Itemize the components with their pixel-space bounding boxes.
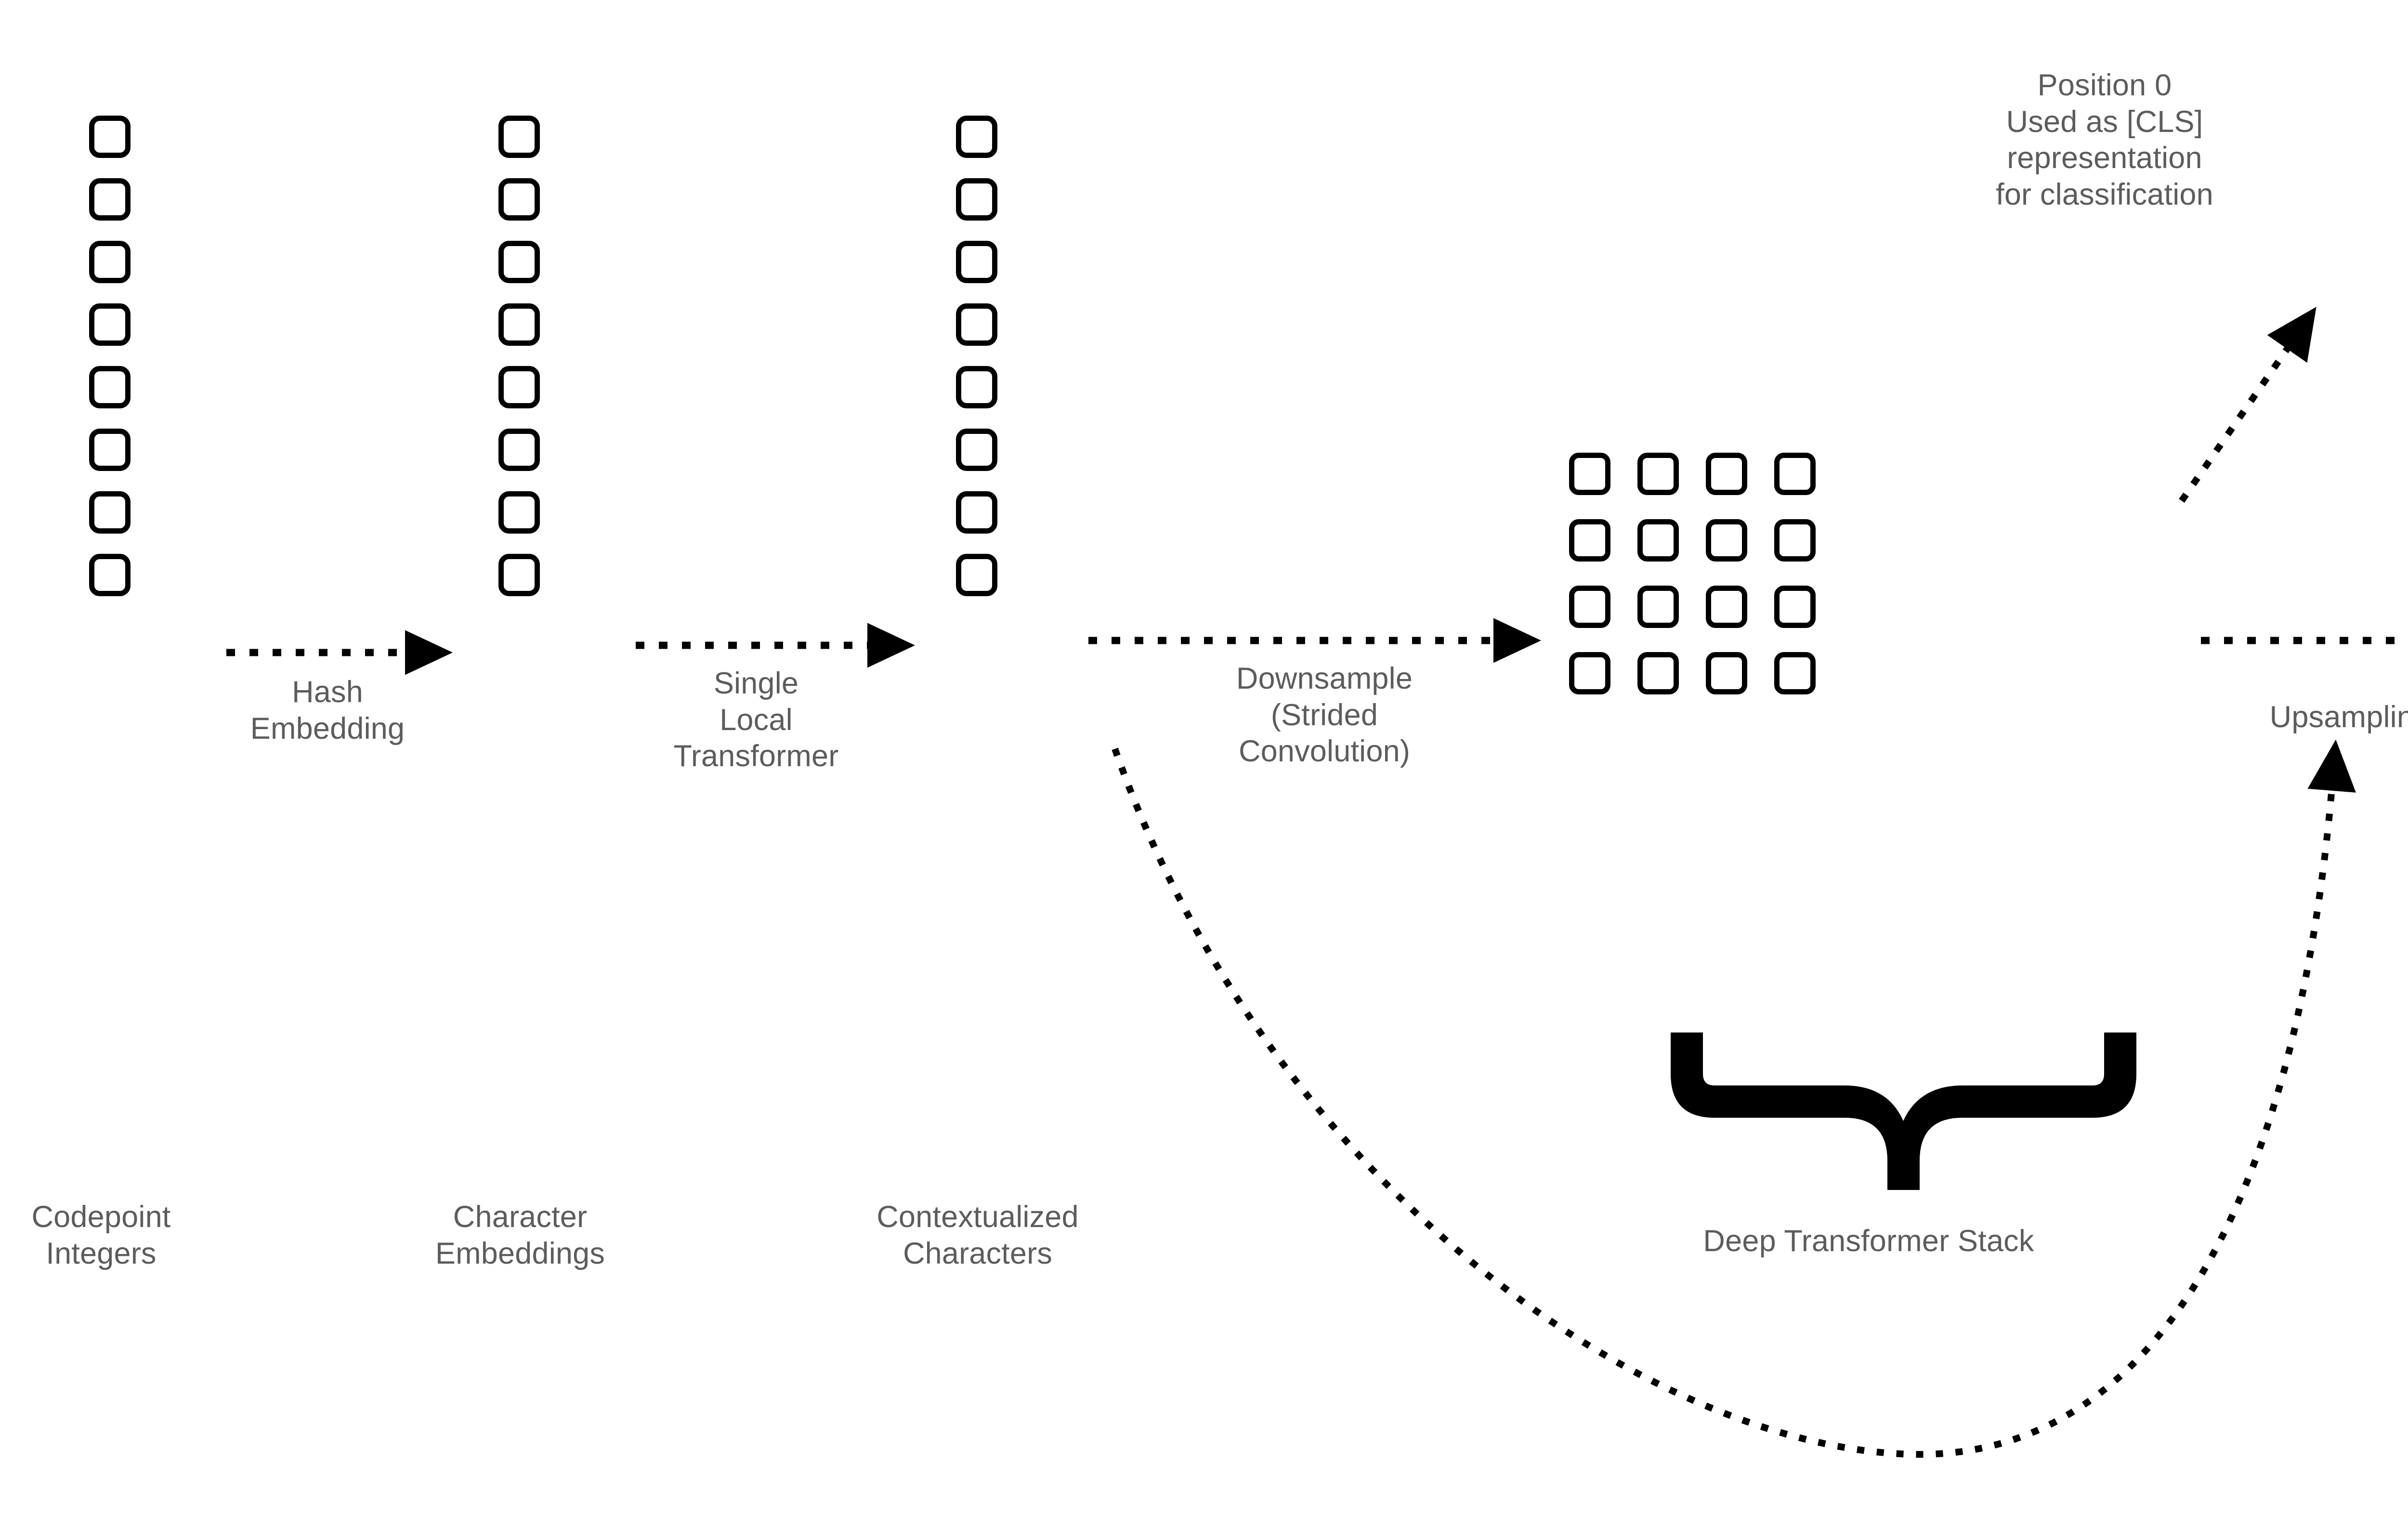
label-character-embeddings: Character Embeddings: [435, 1200, 605, 1270]
transformer-cell: [1637, 519, 1679, 562]
token-box: [956, 491, 997, 534]
token-box: [89, 303, 131, 346]
token-box: [89, 491, 131, 534]
token-box: [89, 554, 131, 596]
token-box: [956, 303, 997, 346]
downward-curly-brace: [1671, 1032, 2136, 1190]
arrow-label-hash-embedding: Hash Embedding: [250, 675, 405, 745]
transformer-cell: [1706, 453, 1747, 495]
callout-cls-position-note: Position 0 Used as [CLS] representation …: [1996, 68, 2213, 211]
token-box: [498, 116, 540, 158]
transformer-cell: [1706, 586, 1747, 628]
arrow-label-single-local-transformer: Single Local Transformer: [673, 666, 839, 773]
arrow-label-upsampling: Upsampling: [2269, 700, 2408, 734]
token-box: [498, 241, 540, 283]
token-box: [956, 116, 997, 158]
token-box: [89, 429, 131, 471]
transformer-cell: [1774, 519, 1816, 562]
token-box: [498, 303, 540, 346]
token-box: [956, 241, 997, 283]
transformer-cell: [1637, 453, 1679, 495]
token-box: [89, 178, 131, 221]
transformer-cell: [1706, 652, 1747, 694]
transformer-cell: [1569, 586, 1610, 628]
label-deep-transformer-stack: Deep Transformer Stack: [1703, 1224, 2034, 1258]
token-box: [956, 429, 997, 471]
transformer-cell: [1637, 586, 1679, 628]
deep-transformer-stack-grid: [1569, 453, 1816, 694]
token-box: [498, 366, 540, 408]
token-box: [498, 429, 540, 471]
column-codepoint-integers: [89, 116, 131, 616]
transformer-cell: [1774, 652, 1816, 694]
arrow-cls-callout: [2179, 307, 2316, 503]
transformer-cell: [1774, 453, 1816, 495]
token-box: [956, 178, 997, 221]
arrow-residual-skip-connection: [1112, 739, 2356, 1458]
token-box: [956, 554, 997, 596]
transformer-cell: [1706, 519, 1747, 562]
arrow-label-downsample: Downsample (Strided Convolution): [1236, 662, 1413, 769]
token-box: [89, 116, 131, 158]
transformer-cell: [1569, 519, 1610, 562]
token-box: [89, 241, 131, 283]
token-box: [498, 491, 540, 534]
column-contextualized-characters: [956, 116, 997, 616]
transformer-cell: [1637, 652, 1679, 694]
column-character-embeddings: [498, 116, 540, 616]
token-box: [498, 554, 540, 596]
token-box: [498, 178, 540, 221]
transformer-cell: [1774, 586, 1816, 628]
label-codepoint-integers: Codepoint Integers: [31, 1200, 171, 1270]
token-box: [89, 366, 131, 408]
transformer-cell: [1569, 453, 1610, 495]
label-contextualized-characters: Contextualized Characters: [877, 1200, 1079, 1270]
token-box: [956, 366, 997, 408]
transformer-cell: [1569, 652, 1610, 694]
